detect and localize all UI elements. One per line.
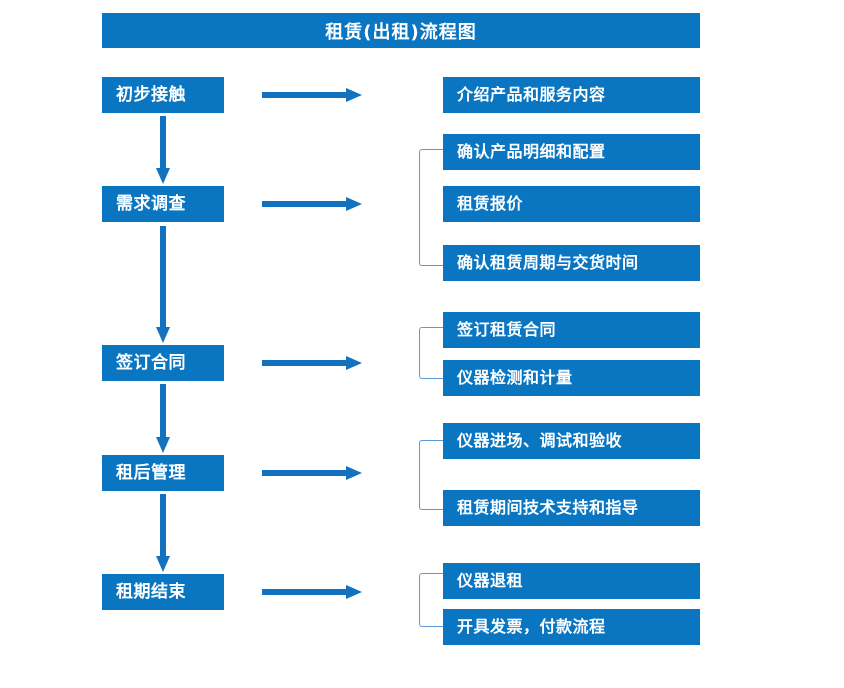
group-bracket-4 xyxy=(419,440,443,510)
vertical-arrow-4-to-5 xyxy=(156,494,170,572)
stage-box-1[interactable]: 初步接触 xyxy=(102,77,224,113)
horizontal-arrow-1 xyxy=(262,88,362,102)
detail-box-4[interactable]: 确认租赁周期与交货时间 xyxy=(443,245,700,281)
group-bracket-3 xyxy=(419,327,443,379)
detail-box-7[interactable]: 仪器进场、调试和验收 xyxy=(443,423,700,459)
detail-box-1[interactable]: 介绍产品和服务内容 xyxy=(443,77,700,113)
horizontal-arrow-2 xyxy=(262,197,362,211)
horizontal-arrow-5 xyxy=(262,585,362,599)
stage-box-4[interactable]: 租后管理 xyxy=(102,455,224,491)
detail-box-2[interactable]: 确认产品明细和配置 xyxy=(443,134,700,170)
stage-box-3[interactable]: 签订合同 xyxy=(102,345,224,381)
detail-box-9[interactable]: 仪器退租 xyxy=(443,563,700,599)
stage-box-2[interactable]: 需求调查 xyxy=(102,186,224,222)
detail-box-3[interactable]: 租赁报价 xyxy=(443,186,700,222)
horizontal-arrow-3 xyxy=(262,356,362,370)
detail-box-5[interactable]: 签订租赁合同 xyxy=(443,312,700,348)
vertical-arrow-1-to-2 xyxy=(156,116,170,184)
detail-box-10[interactable]: 开具发票，付款流程 xyxy=(443,609,700,645)
detail-box-6[interactable]: 仪器检测和计量 xyxy=(443,360,700,396)
detail-box-8[interactable]: 租赁期间技术支持和指导 xyxy=(443,490,700,526)
group-bracket-2 xyxy=(419,149,443,266)
group-bracket-5 xyxy=(419,573,443,627)
stage-box-5[interactable]: 租期结束 xyxy=(102,574,224,610)
horizontal-arrow-4 xyxy=(262,466,362,480)
vertical-arrow-2-to-3 xyxy=(156,226,170,343)
vertical-arrow-3-to-4 xyxy=(156,384,170,453)
page-title: 租赁(出租)流程图 xyxy=(102,13,700,48)
